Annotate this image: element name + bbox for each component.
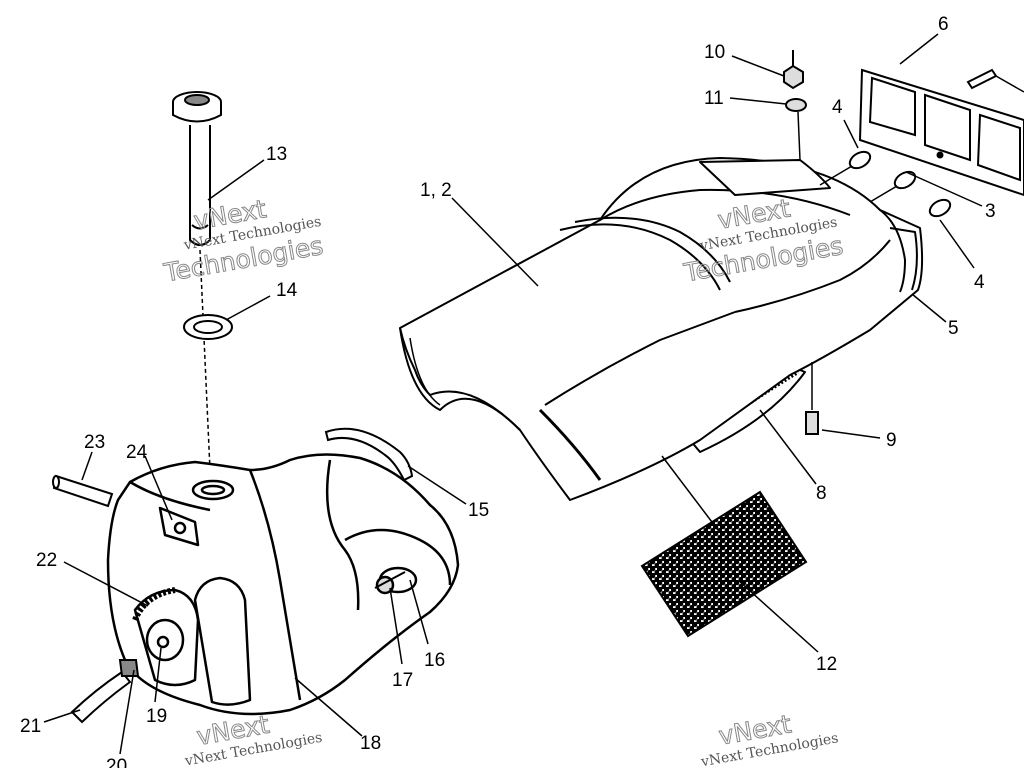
seat-front-lip [399, 327, 521, 431]
callout-11: 11 [704, 88, 724, 109]
callout-22: 22 [36, 550, 57, 571]
seat-front-lip-inner [409, 337, 441, 406]
lens-screw [966, 68, 1024, 93]
callout-6: 6 [938, 14, 949, 35]
foam-pad [640, 455, 808, 638]
nut-washer-stud [783, 50, 807, 161]
seat-divider [544, 311, 736, 406]
fuel-gauge [172, 91, 222, 471]
seat-cover [399, 157, 924, 501]
callout-24: 24 [126, 442, 148, 463]
callout-3: 3 [985, 201, 996, 222]
fuel-line-23 [52, 474, 114, 508]
callout-13: 13 [266, 144, 287, 165]
bolt-9 [805, 362, 819, 435]
bulb-mid [869, 170, 917, 203]
fuel-line-21 [70, 659, 140, 724]
callout-16: 16 [424, 650, 445, 671]
callout-21: 21 [20, 716, 41, 737]
callout-23: 23 [84, 432, 105, 453]
seat-rear-side [879, 209, 906, 293]
seat-stripe-1 [559, 223, 721, 291]
callouts: 1, 2 3 4 4 5 6 8 9 10 11 12 13 14 15 16 … [20, 14, 996, 768]
taillight-lens [858, 68, 1024, 197]
callout-19: 19 [146, 706, 167, 727]
seat-divider-2 [538, 408, 602, 481]
bulb-lower [928, 198, 952, 218]
callout-10: 10 [704, 42, 725, 63]
callout-17: 17 [392, 670, 413, 691]
callout-5: 5 [948, 318, 959, 339]
grommet [183, 314, 233, 340]
bulbs [819, 150, 952, 218]
callout-12: 12 [816, 654, 837, 675]
callout-1-2: 1, 2 [420, 180, 452, 201]
seat-assembly [399, 157, 924, 501]
seat-rear-side-2 [889, 227, 918, 291]
bulb-upper [819, 150, 872, 186]
seat-rear-window [699, 159, 831, 196]
leader-lines [43, 33, 983, 755]
callout-4-lower: 4 [974, 272, 985, 293]
watermark-1: vNext vNext Technologies Technologies [161, 194, 326, 288]
watermark-4: vNext vNext Technologies [699, 709, 840, 768]
seat-top-panel [599, 188, 851, 221]
callout-4-upper: 4 [832, 97, 843, 118]
callout-20: 20 [106, 756, 127, 768]
callout-14: 14 [276, 280, 298, 301]
seat-stripe-2 [574, 216, 731, 283]
seat-side-line [734, 239, 891, 313]
fuel-tank [106, 453, 460, 716]
callout-8: 8 [816, 483, 827, 504]
callout-18: 18 [360, 733, 381, 754]
callout-9: 9 [886, 430, 897, 451]
trim-strip [324, 427, 414, 482]
callout-15: 15 [468, 500, 489, 521]
